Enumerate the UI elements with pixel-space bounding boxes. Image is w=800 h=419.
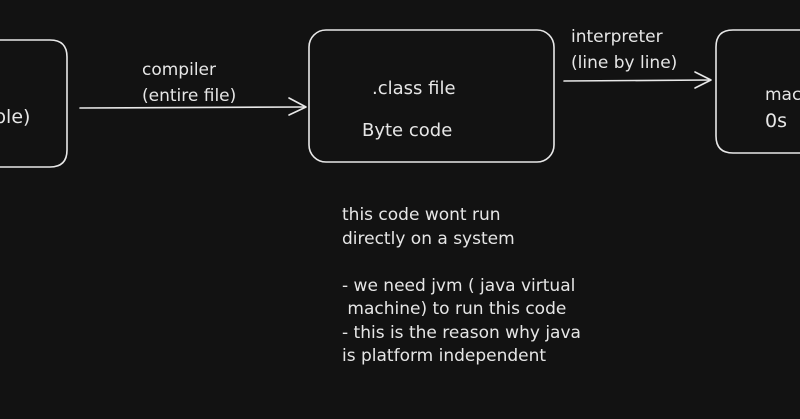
source-file-box[interactable] xyxy=(0,39,68,168)
compiler-sublabel: (entire file) xyxy=(142,86,237,106)
note-line: is platform independent xyxy=(342,346,547,366)
compiler-label: compiler xyxy=(142,60,216,80)
note-line: - we need jvm ( java virtual xyxy=(342,275,576,296)
class-file-box[interactable] xyxy=(308,29,555,163)
interpreter-arrow xyxy=(563,71,712,89)
note-line: this code wont run xyxy=(342,205,501,225)
note-line: machine) to run this code xyxy=(342,299,567,319)
interpreter-label: interpreter xyxy=(571,27,663,47)
note-line xyxy=(342,251,581,275)
note-line: - this is the reason why java xyxy=(342,322,581,343)
source-file-label: ble) xyxy=(0,106,31,128)
compiler-arrow xyxy=(79,97,307,116)
interpreter-sublabel: (line by line) xyxy=(571,53,678,73)
byte-code-label: Byte code xyxy=(362,120,453,141)
note-line: directly on a system xyxy=(342,228,515,249)
machine-code-label: mac xyxy=(765,85,800,105)
machine-code-box[interactable] xyxy=(715,29,800,154)
machine-code-sublabel: 0s xyxy=(765,110,787,132)
explanation-note: this code wont run directly on a system … xyxy=(342,204,581,369)
class-file-label: .class file xyxy=(372,78,456,99)
